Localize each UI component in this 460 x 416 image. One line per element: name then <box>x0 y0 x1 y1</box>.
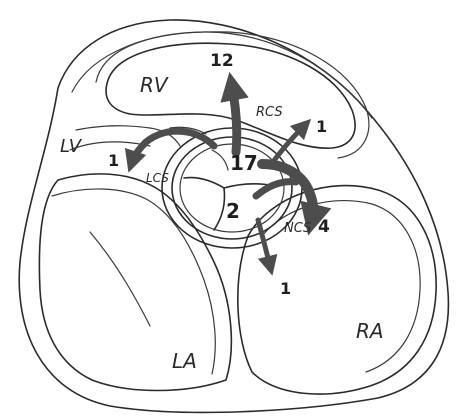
count-bottom: 1 <box>280 279 291 298</box>
label-ncs: NCS <box>284 221 311 236</box>
label-rv: RV <box>140 73 169 97</box>
label-lv: LV <box>60 136 83 157</box>
count-lower-center: 2 <box>226 199 240 223</box>
arrow-to-lv <box>132 131 214 162</box>
count-left: 1 <box>108 151 119 170</box>
count-top: 12 <box>210 51 234 71</box>
outer-inner-contour <box>72 32 372 118</box>
valve-center-mark <box>212 150 228 170</box>
la-inner-wall <box>52 189 215 374</box>
ra-chamber-outline <box>238 186 436 395</box>
count-right: 4 <box>318 217 330 237</box>
valve-commissure-bottom <box>214 188 225 230</box>
label-rcs: RCS <box>256 105 283 120</box>
arrow-to-rv <box>232 86 237 152</box>
arrow-to-upper-right <box>270 126 304 166</box>
count-center: 17 <box>230 151 258 175</box>
la-curve-mark <box>90 232 150 326</box>
count-upper-right: 1 <box>316 117 327 136</box>
label-ra: RA <box>356 319 384 343</box>
valve-commissure-left <box>184 178 224 188</box>
label-lcs: LCS <box>146 171 169 185</box>
la-chamber-outline <box>39 174 231 391</box>
label-la: LA <box>172 349 197 373</box>
